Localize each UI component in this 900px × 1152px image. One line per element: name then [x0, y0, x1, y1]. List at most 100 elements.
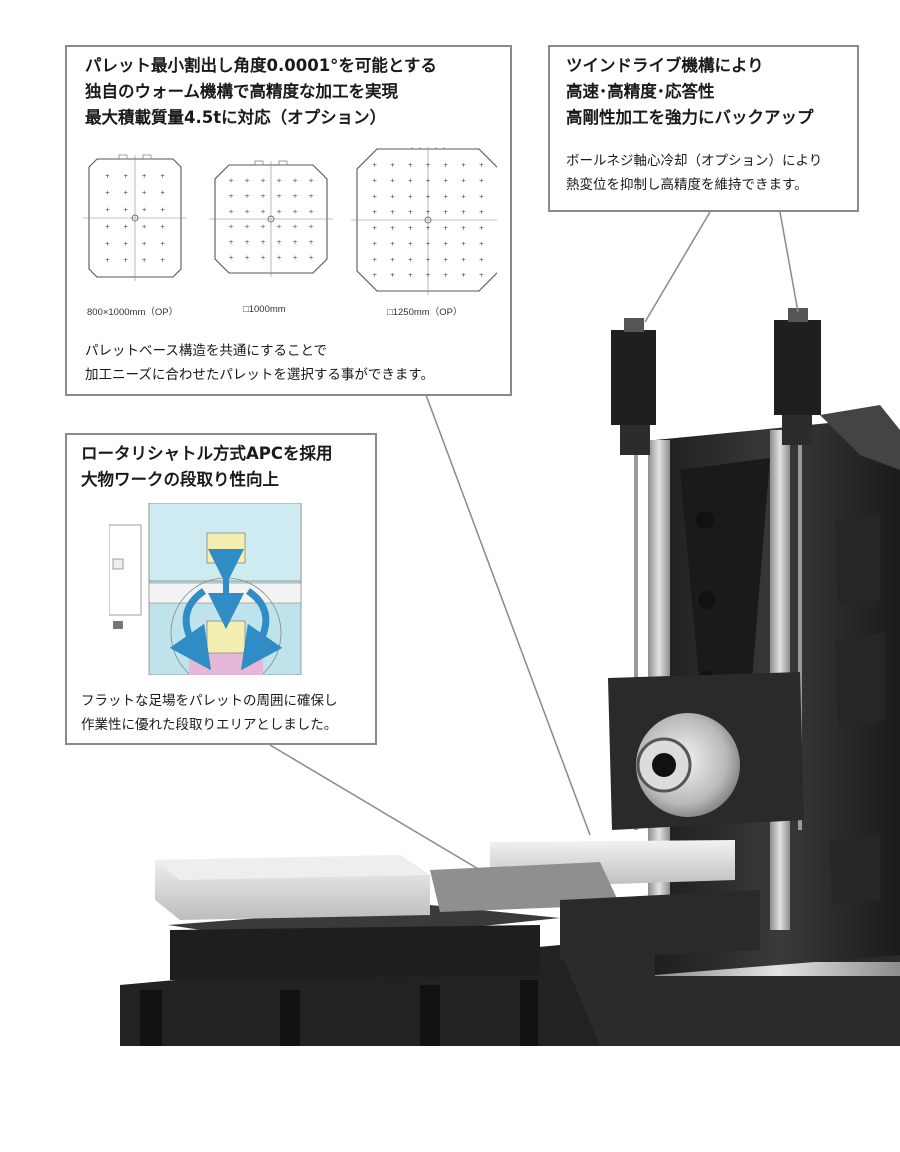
pallet-drawing-1000: ++++++++++++++++++++++++++++++++++++ — [209, 160, 333, 277]
svg-text:+: + — [461, 178, 466, 185]
svg-text:+: + — [160, 190, 165, 197]
svg-text:+: + — [408, 256, 413, 263]
svg-text:+: + — [479, 178, 484, 185]
svg-text:+: + — [443, 178, 448, 185]
leader-lines — [269, 211, 799, 871]
callout-twin-drive: ツインドライブ機構により 高速･高精度･応答性 高剛性加工を強力にバックアップ … — [548, 45, 859, 212]
apc-diagram — [109, 503, 302, 675]
pallet-heading-3: 最大積載質量4.5tに対応（オプション） — [85, 108, 387, 127]
pallets — [155, 840, 760, 980]
svg-text:+: + — [105, 223, 110, 230]
svg-text:+: + — [123, 240, 128, 247]
twin-drive-motors — [611, 308, 821, 455]
pallet-drawing-1250: ++++++++++++++++++++++++++++++++++++++++… — [351, 147, 497, 295]
svg-text:+: + — [461, 225, 466, 232]
svg-text:+: + — [408, 241, 413, 248]
svg-text:+: + — [443, 241, 448, 248]
svg-text:+: + — [461, 272, 466, 279]
svg-text:+: + — [390, 162, 395, 169]
svg-text:+: + — [260, 193, 265, 200]
svg-text:+: + — [244, 177, 249, 184]
svg-text:+: + — [479, 193, 484, 200]
svg-text:+: + — [160, 223, 165, 230]
spindle-head — [608, 672, 804, 830]
svg-text:+: + — [425, 225, 430, 232]
twin-body-1: ボールネジ軸心冷却（オプション）により — [566, 153, 823, 169]
svg-text:+: + — [408, 178, 413, 185]
svg-text:+: + — [425, 178, 430, 185]
svg-text:+: + — [260, 255, 265, 262]
svg-text:+: + — [276, 208, 281, 215]
svg-text:+: + — [372, 225, 377, 232]
svg-text:+: + — [244, 239, 249, 246]
svg-text:+: + — [479, 225, 484, 232]
apc-body-2: 作業性に優れた段取りエリアとしました。 — [81, 717, 338, 733]
svg-text:+: + — [292, 255, 297, 262]
arrow-rotate-right-icon — [240, 588, 283, 671]
svg-text:+: + — [228, 208, 233, 215]
pallet-drawings: + + + + + + + + + + + + + + + + + + + + + + + + + + + + + + + + + + + + + + +… — [83, 147, 497, 295]
twin-heading-2: 高速･高精度･応答性 — [566, 82, 715, 101]
svg-text:+: + — [260, 208, 265, 215]
svg-text:+: + — [461, 193, 466, 200]
caption-1250: □1250mm（OP） — [387, 307, 463, 318]
svg-text:+: + — [105, 173, 110, 180]
svg-text:+: + — [244, 224, 249, 231]
svg-text:+: + — [142, 240, 147, 247]
svg-text:+: + — [160, 240, 165, 247]
svg-text:+: + — [105, 257, 110, 264]
svg-text:+: + — [123, 173, 128, 180]
svg-text:+: + — [372, 256, 377, 263]
svg-text:+: + — [292, 177, 297, 184]
twin-heading-1: ツインドライブ機構により — [566, 56, 764, 75]
arrow-rotate-left-icon — [169, 588, 212, 671]
svg-text:+: + — [260, 224, 265, 231]
svg-text:+: + — [408, 272, 413, 279]
svg-text:+: + — [142, 207, 147, 214]
svg-text:+: + — [142, 223, 147, 230]
caption-1000: □1000mm — [243, 304, 286, 315]
svg-text:+: + — [228, 193, 233, 200]
svg-text:+: + — [408, 193, 413, 200]
svg-text:+: + — [308, 208, 313, 215]
twin-body-2: 熱変位を抑制し高精度を維持できます。 — [566, 177, 808, 193]
svg-text:+: + — [276, 239, 281, 246]
svg-text:+: + — [461, 209, 466, 216]
svg-text:+: + — [308, 224, 313, 231]
svg-text:+: + — [479, 256, 484, 263]
svg-text:+: + — [244, 255, 249, 262]
svg-text:+: + — [123, 223, 128, 230]
svg-text:+: + — [372, 178, 377, 185]
svg-text:+: + — [443, 272, 448, 279]
pallet-body-2: 加工ニーズに合わせたパレットを選択する事ができます。 — [85, 367, 434, 383]
svg-text:+: + — [479, 272, 484, 279]
svg-text:+: + — [160, 207, 165, 214]
svg-text:+: + — [228, 255, 233, 262]
svg-text:+: + — [105, 190, 110, 197]
svg-text:+: + — [292, 193, 297, 200]
svg-text:+: + — [260, 239, 265, 246]
svg-text:+: + — [228, 239, 233, 246]
svg-text:+: + — [160, 173, 165, 180]
svg-text:+: + — [390, 225, 395, 232]
svg-text:+: + — [408, 225, 413, 232]
caption-800x1000: 800×1000mm（OP） — [87, 307, 179, 318]
svg-text:+: + — [390, 178, 395, 185]
svg-text:+: + — [260, 177, 265, 184]
svg-text:+: + — [479, 209, 484, 216]
svg-text:+: + — [425, 256, 430, 263]
pallet-body-1: パレットベース構造を共通にすることで — [85, 343, 328, 359]
svg-text:+: + — [443, 209, 448, 216]
svg-text:+: + — [425, 162, 430, 169]
callout-pallet: パレット最小割出し角度0.0001°を可能とする 独自のウォーム機構で高精度な加… — [65, 45, 512, 396]
svg-text:+: + — [292, 239, 297, 246]
svg-text:+: + — [390, 193, 395, 200]
svg-text:+: + — [142, 173, 147, 180]
svg-text:+: + — [479, 241, 484, 248]
svg-text:+: + — [372, 241, 377, 248]
svg-text:+: + — [292, 224, 297, 231]
svg-text:+: + — [276, 193, 281, 200]
svg-text:+: + — [390, 256, 395, 263]
svg-text:+: + — [123, 190, 128, 197]
twin-heading-3: 高剛性加工を強力にバックアップ — [566, 108, 814, 127]
